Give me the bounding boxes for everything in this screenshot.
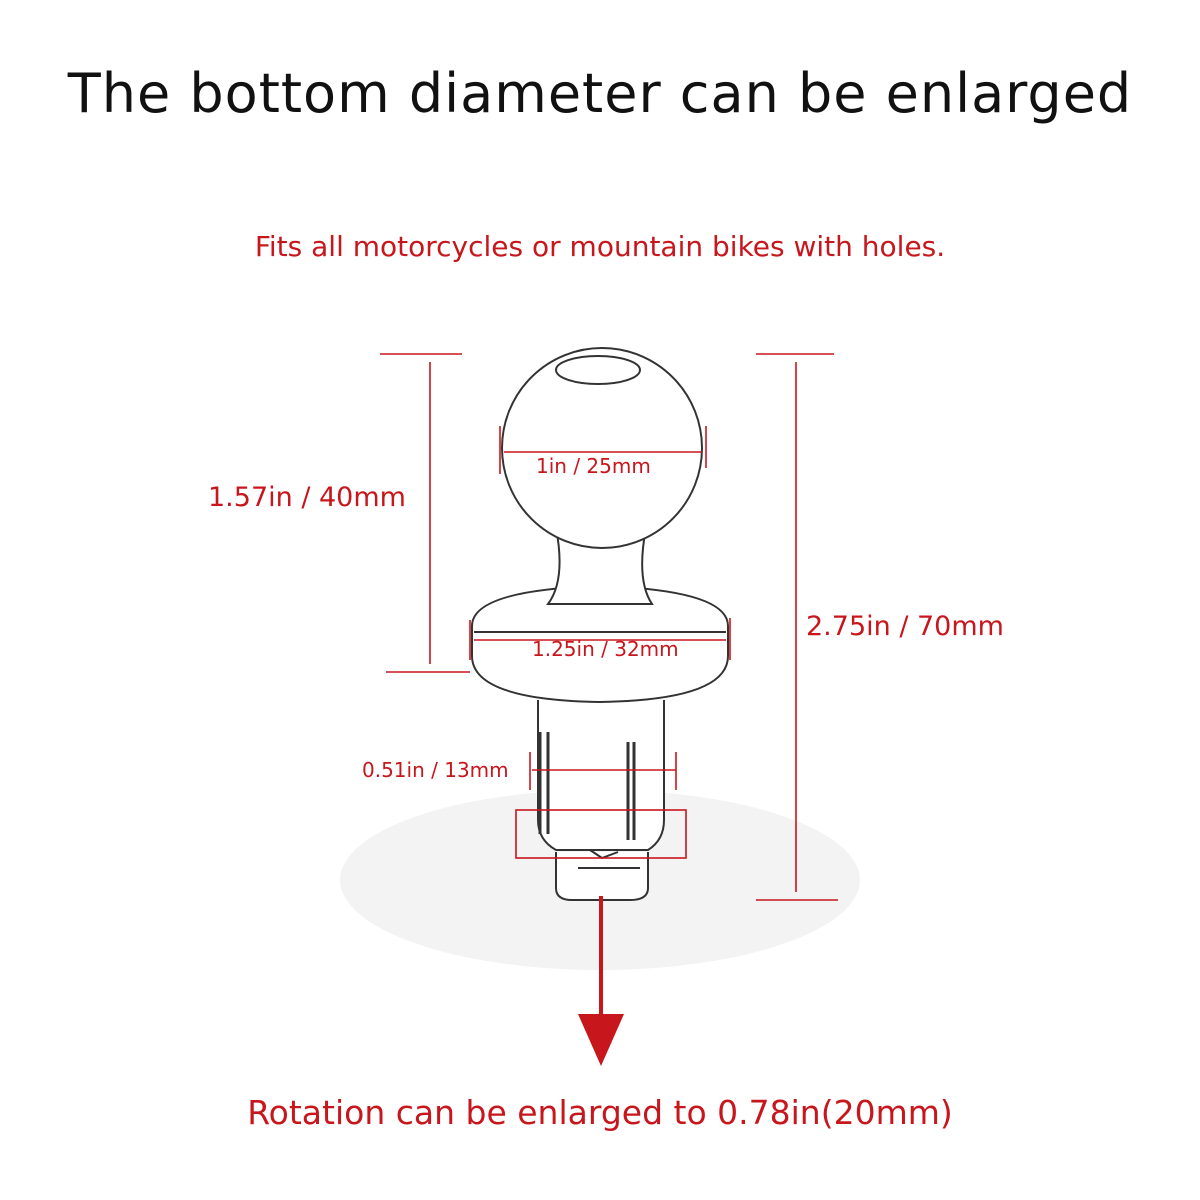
flange: [471, 584, 729, 704]
expansion-arrow: [578, 896, 624, 1066]
stem-diameter-label: 0.51in / 13mm: [362, 758, 509, 782]
stem-slots: [538, 732, 636, 840]
stem-tip: [555, 852, 649, 901]
rotation-note: Rotation can be enlarged to 0.78in(20mm): [247, 1093, 953, 1132]
diagram-subtitle: Fits all motorcycles or mountain bikes w…: [254, 230, 946, 263]
expansion-highlight-box: [515, 809, 687, 859]
flange-diameter-label: 1.25in / 32mm: [532, 637, 679, 661]
arrow-head-icon: [578, 1014, 624, 1066]
stem-body: [537, 700, 665, 851]
ball: [501, 347, 703, 549]
ball-hole: [555, 355, 641, 385]
neck: [546, 527, 654, 605]
diagram-title: The bottom diameter can be enlarged: [67, 62, 1133, 125]
total-height-label: 2.75in / 70mm: [806, 611, 1004, 642]
dimension-lines: [380, 353, 838, 901]
ball-mount-part: [471, 347, 729, 901]
ball-diameter-label: 1in / 25mm: [536, 454, 651, 478]
upper-height-label: 1.57in / 40mm: [208, 482, 406, 513]
